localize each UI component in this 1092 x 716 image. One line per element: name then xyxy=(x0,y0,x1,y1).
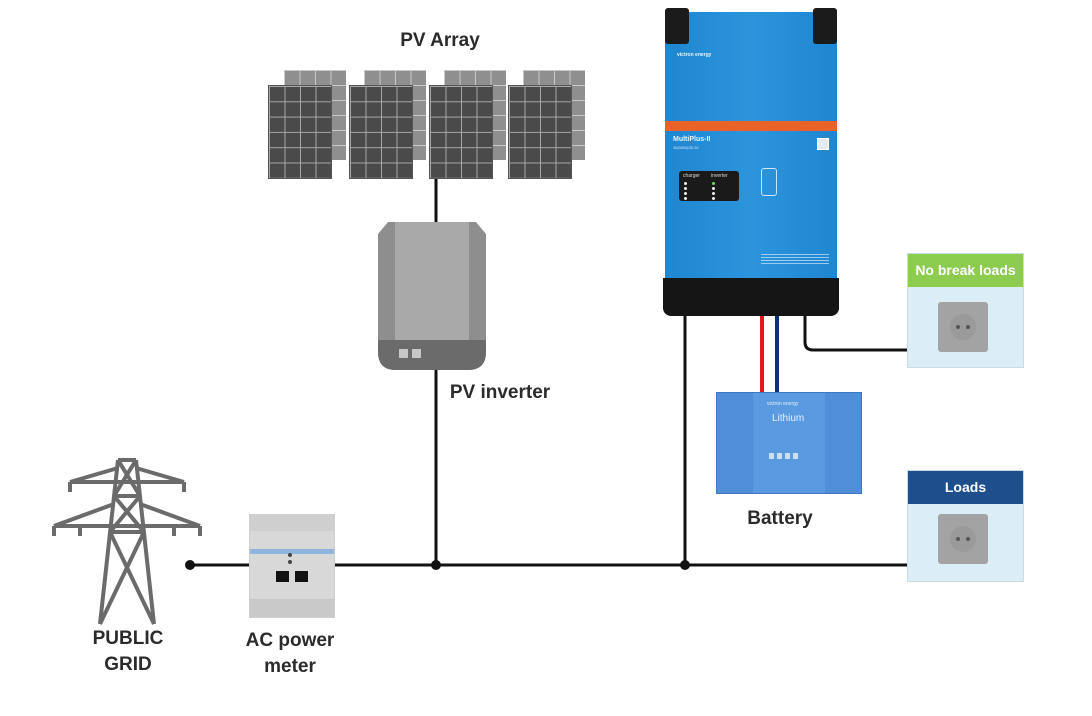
multiplus-base xyxy=(663,278,839,316)
battery-brand: victron energy xyxy=(767,401,799,407)
public-grid-label-line1: PUBLIC xyxy=(92,628,164,649)
multiplus-junction-dot xyxy=(680,560,690,570)
public-grid-label-line2: GRID xyxy=(104,654,152,675)
power-socket-icon xyxy=(938,302,988,352)
multiplus-model: MultiPlus-II xyxy=(673,136,711,143)
pv-inverter-device xyxy=(378,222,486,370)
solar-panel-1 xyxy=(268,85,332,179)
pv-array-label: PV Array xyxy=(400,30,480,51)
inverter-junction-dot xyxy=(431,560,441,570)
power-pylon-icon xyxy=(52,458,202,625)
ethernet-port-icon xyxy=(295,571,308,582)
battery-device: victron energy Lithium xyxy=(716,392,862,494)
multiplus-body xyxy=(665,12,837,284)
multiplus-status-panel: charger inverter xyxy=(679,171,739,201)
multiplus-inverter-charger: victron energy MultiPlus-II 48|3000|35-3… xyxy=(663,8,839,316)
multiplus-to-nobreak-wire xyxy=(803,312,908,352)
qr-code-icon xyxy=(817,138,829,150)
meter-bottom-terminals xyxy=(250,599,334,617)
ac-meter-label-line1: AC power xyxy=(245,630,335,651)
led-icon xyxy=(712,187,715,190)
loads-box: Loads xyxy=(907,470,1024,582)
led-icon xyxy=(684,187,687,190)
led-icon xyxy=(684,192,687,195)
meter-top-terminals xyxy=(250,515,334,531)
public-grid-label: PUBLIC GRID xyxy=(78,626,178,678)
battery-type: Lithium xyxy=(772,413,805,424)
meter-led xyxy=(288,553,292,557)
switch-diagram-icon xyxy=(761,168,777,196)
pv-inverter-label: PV inverter xyxy=(449,382,551,403)
led-icon xyxy=(712,197,715,200)
charger-label: charger xyxy=(683,173,700,179)
ac-meter-label: AC power meter xyxy=(230,628,350,680)
multiplus-warning-text xyxy=(761,254,829,266)
meter-led xyxy=(288,560,292,564)
no-break-loads-box: No break loads xyxy=(907,253,1024,368)
solar-panel-4 xyxy=(508,85,572,179)
ac-power-meter-device xyxy=(249,514,335,618)
led-icon xyxy=(712,192,715,195)
solar-panel-3 xyxy=(429,85,493,179)
battery-label-panel xyxy=(753,393,825,493)
grid-node-dot xyxy=(185,560,195,570)
led-icon xyxy=(712,182,715,185)
multiplus-brand: victron energy xyxy=(677,52,712,58)
multiplus-orange-stripe xyxy=(665,121,837,131)
loads-header: Loads xyxy=(908,471,1023,504)
multiplus-cap-right xyxy=(813,8,837,44)
power-socket-icon xyxy=(938,514,988,564)
battery-label: Battery xyxy=(747,508,813,529)
solar-panel-2 xyxy=(349,85,413,179)
led-icon xyxy=(684,197,687,200)
led-icon xyxy=(684,182,687,185)
multiplus-cap-left xyxy=(665,8,689,44)
ac-meter-label-line2: meter xyxy=(264,656,316,677)
battery-icons xyxy=(769,453,801,459)
no-break-loads-header: No break loads xyxy=(908,254,1023,287)
inverter-label: inverter xyxy=(711,173,728,179)
meter-blue-stripe xyxy=(250,549,334,554)
ethernet-port-icon xyxy=(276,571,289,582)
multiplus-subtitle: 48|3000|35-32 xyxy=(673,145,699,150)
